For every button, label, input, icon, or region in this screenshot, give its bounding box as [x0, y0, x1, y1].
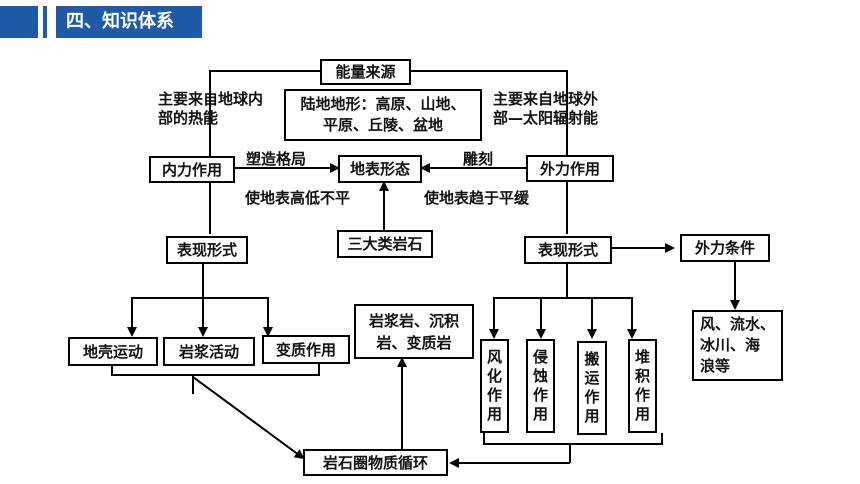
arrow-to-rock-cycle [192, 376, 305, 460]
line-right-branch [493, 297, 633, 300]
header-accent-bar [0, 6, 38, 38]
internal-source-label: 主要来自地球内 部的热能 [158, 90, 264, 127]
rock-cycle-box: 岩石圈物质循环 [303, 449, 448, 476]
conditions-list-box: 风、流水、 冰川、海 浪等 [692, 310, 783, 381]
energy-source-box: 能量来源 [320, 59, 411, 85]
external-source-label: 主要来自地球外 部—太阳辐射能 [493, 90, 599, 127]
line-left-branch [131, 297, 269, 300]
header-accent-stripe [43, 6, 47, 38]
three-rocks-box: 三大类岩石 [337, 230, 433, 258]
transport-box: 搬 运 作 用 [577, 341, 607, 435]
rock-types-box: 岩浆岩、沉积 岩、变质岩 [354, 304, 474, 359]
deposition-box: 堆 积 作 用 [628, 339, 657, 433]
manifest-right-box: 表现形式 [524, 236, 612, 264]
metamorphism-box: 变质作用 [262, 335, 350, 364]
magma-activity-box: 岩浆活动 [163, 337, 255, 366]
line-energy-inner [209, 70, 322, 157]
external-conditions-box: 外力条件 [680, 234, 770, 262]
external-force-box: 外力作用 [526, 155, 614, 182]
landform-types-box: 陆地地形：高原、山地、 平原、丘陵、盆地 [284, 89, 482, 141]
uneven-label: 使地表高低不平 [245, 189, 351, 207]
flatten-label: 使地表趋于平缓 [424, 189, 530, 207]
erosion-box: 侵 蚀 作 用 [526, 339, 555, 433]
line-left-bracket [111, 364, 320, 376]
weathering-box: 风 化 作 用 [480, 339, 509, 433]
carving-label: 雕刻 [463, 150, 494, 168]
line-energy-outer [409, 70, 568, 156]
shaping-label: 塑造格局 [246, 150, 307, 168]
manifest-left-box: 表现形式 [166, 236, 248, 264]
section-title: 四、知识体系 [56, 6, 202, 38]
line-right-bracket [483, 433, 663, 445]
crust-movement-box: 地壳运动 [68, 337, 158, 366]
surface-form-box: 地表形态 [338, 155, 422, 183]
internal-force-box: 内力作用 [149, 156, 235, 183]
